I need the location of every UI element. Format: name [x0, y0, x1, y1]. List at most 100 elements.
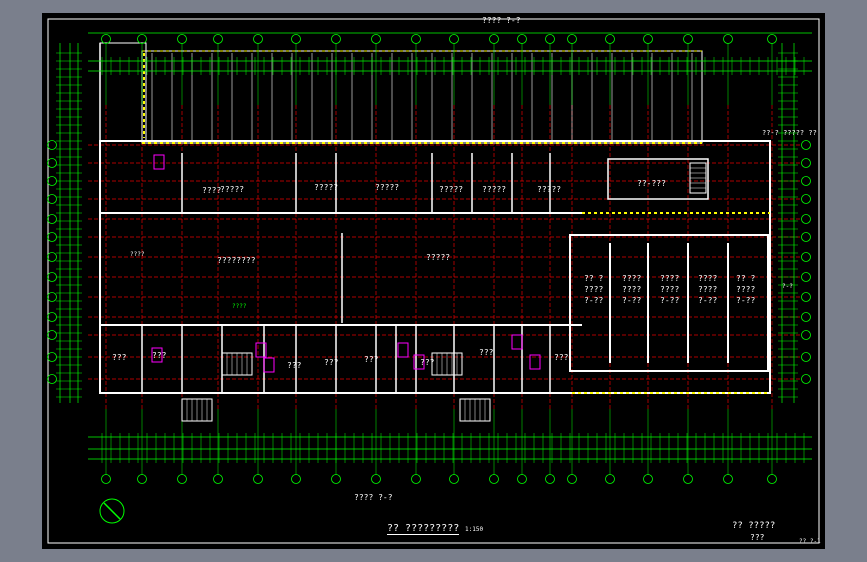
grid-bubble	[177, 474, 187, 484]
grid-bubble	[801, 194, 811, 204]
top-note: ???? ?-?	[482, 16, 521, 25]
fixture	[151, 347, 163, 363]
grid-bubble	[449, 474, 459, 484]
hall-small-label: ????	[130, 251, 145, 258]
grid-bubble	[47, 232, 57, 242]
grid-bubble	[489, 34, 499, 44]
grid-bubble	[767, 34, 777, 44]
grid-bubble	[801, 330, 811, 340]
fixture	[153, 154, 165, 170]
fixture	[397, 342, 409, 358]
room-label: ?????	[375, 183, 400, 192]
grid-bubble	[47, 252, 57, 262]
grid-bubble	[101, 34, 111, 44]
grid-bubble	[291, 474, 301, 484]
grid-bubble	[137, 474, 147, 484]
room-label: ???	[324, 358, 339, 367]
grid-bubble	[801, 292, 811, 302]
grid-bubble	[801, 252, 811, 262]
room-label: ?????	[220, 185, 245, 194]
bay-label: ?? ??????-??	[736, 274, 756, 305]
north-wing	[141, 50, 703, 144]
room-label: ???	[364, 355, 379, 364]
grid-bubble	[545, 34, 555, 44]
grid-bubble	[801, 140, 811, 150]
grid-bubble	[605, 34, 615, 44]
right-note: ??-? ????? ??	[762, 129, 817, 137]
grid-bubble	[517, 34, 527, 44]
bay-label: ?????????-??	[698, 274, 718, 305]
project-name: ?? ?????	[732, 521, 776, 531]
section-mark: ?-?	[782, 283, 793, 290]
grid-bubble	[177, 34, 187, 44]
grid-bubble	[47, 176, 57, 186]
grid-bubble	[767, 474, 777, 484]
office-box	[607, 158, 709, 200]
grid-bubble	[47, 312, 57, 322]
grid-bubble	[643, 34, 653, 44]
grid-bubble	[47, 214, 57, 224]
grid-bubble	[411, 34, 421, 44]
grid-bubble	[331, 474, 341, 484]
room-label: ?????	[314, 183, 339, 192]
room-label: ?????	[482, 185, 507, 194]
bay-label: ?????????-??	[660, 274, 680, 305]
stair-label: ????	[232, 303, 247, 310]
grid-bubble	[253, 474, 263, 484]
floor-plan-drawing	[47, 18, 820, 544]
grid-bubble	[723, 34, 733, 44]
grid-bubble	[47, 292, 57, 302]
grid-bubble	[801, 374, 811, 384]
grid-bubble	[517, 474, 527, 484]
fixture	[255, 342, 267, 358]
grid-bubble	[47, 272, 57, 282]
grid-bubble	[47, 352, 57, 362]
grid-bubble	[567, 474, 577, 484]
grid-bubble	[47, 140, 57, 150]
grid-bubble	[47, 194, 57, 204]
grid-bubble	[331, 34, 341, 44]
room-label: ????	[202, 186, 222, 195]
north-arrow-pointer	[103, 502, 121, 520]
fixture	[413, 354, 425, 370]
drawing-title: ?? ?????????	[387, 523, 460, 535]
hall-left-label: ????????	[217, 256, 256, 265]
grid-bubble	[545, 474, 555, 484]
office-label: ??-???	[637, 179, 666, 188]
grid-bubble	[801, 158, 811, 168]
room-label: ???	[287, 361, 302, 370]
room-label: ?????	[537, 185, 562, 194]
grid-bubble	[683, 474, 693, 484]
grid-bubble	[47, 158, 57, 168]
room-label: ???	[479, 348, 494, 357]
grid-bubble	[801, 352, 811, 362]
grid-bubble	[801, 312, 811, 322]
grid-bubble	[137, 34, 147, 44]
project-sub: ???	[750, 533, 765, 542]
grid-bubble	[371, 34, 381, 44]
grid-bubble	[723, 474, 733, 484]
grid-bubble	[801, 272, 811, 282]
bottom-note: ???? ?-?	[354, 493, 393, 502]
hall-right-label: ?????	[426, 253, 451, 262]
grid-bubble	[213, 34, 223, 44]
grid-bubble	[371, 474, 381, 484]
grid-bubble	[683, 34, 693, 44]
grid-bubble	[101, 474, 111, 484]
room-label: ???	[554, 353, 569, 362]
grid-bubble	[801, 214, 811, 224]
sheet-frame	[47, 18, 820, 544]
grid-bubble	[643, 474, 653, 484]
drawing-sheet: ???? ?-? ??-? ????? ?? ???? ?-? ?? ?????…	[42, 13, 825, 549]
grid-bubble	[801, 232, 811, 242]
grid-bubble	[47, 330, 57, 340]
grid-bubble	[489, 474, 499, 484]
fixture	[511, 334, 523, 350]
grid-bubble	[253, 34, 263, 44]
grid-bubble	[291, 34, 301, 44]
room-label: ?????	[439, 185, 464, 194]
bay-label: ?? ??????-??	[584, 274, 604, 305]
grid-bubble	[567, 34, 577, 44]
grid-bubble	[213, 474, 223, 484]
grid-bubble	[449, 34, 459, 44]
